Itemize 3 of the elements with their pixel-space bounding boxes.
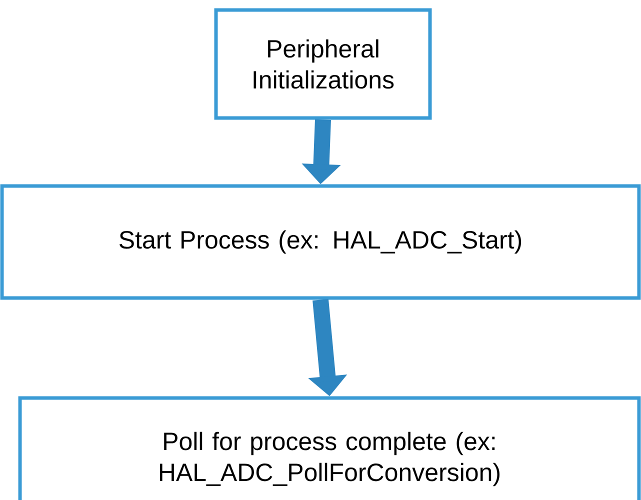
process-box: Start Process (ex: HAL_ADC_Start) (0, 184, 641, 300)
process-box: Poll for process complete (ex: HAL_ADC_PollForConversion) (18, 396, 641, 500)
process-box: Peripheral Initializations (214, 8, 432, 120)
